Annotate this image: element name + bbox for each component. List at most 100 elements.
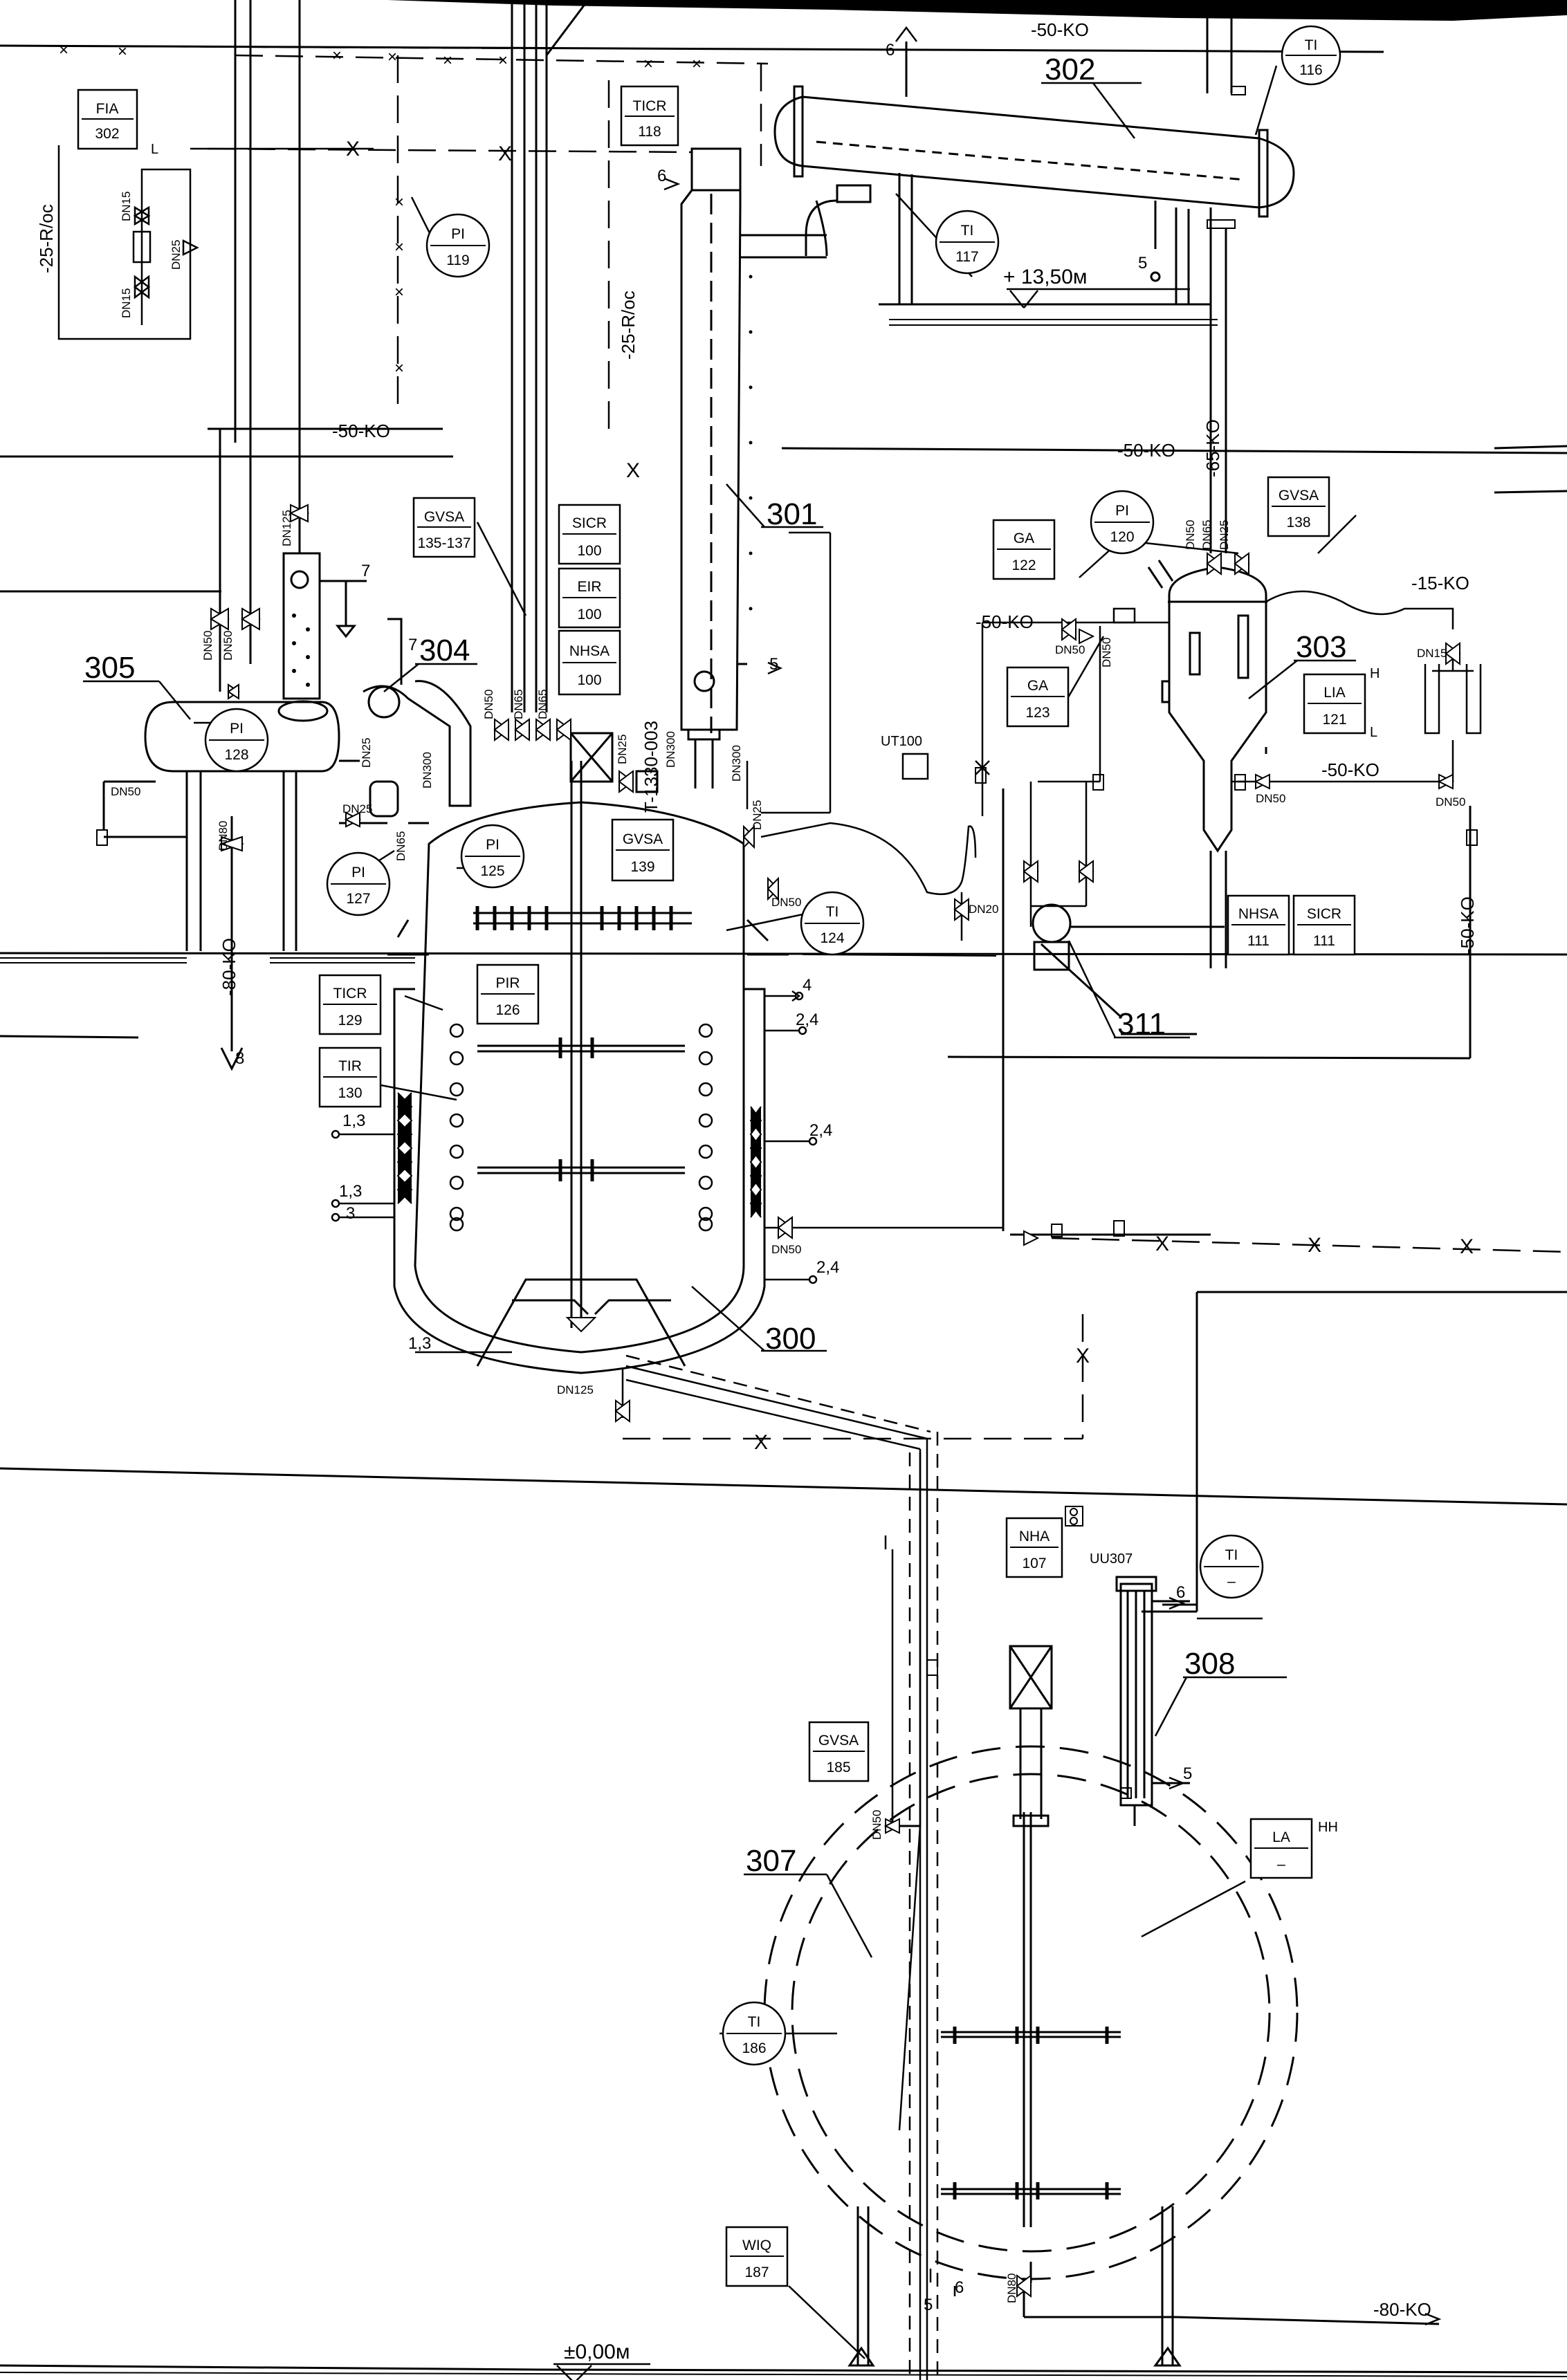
nha-107-num: 107 [1022, 1556, 1046, 1571]
dn65-304: DN65 [394, 831, 407, 861]
conn-6-307: 6 [955, 2278, 964, 2297]
svg-text:×: × [332, 46, 342, 65]
dn65-tops: DN65 [512, 690, 525, 719]
dn-labels: DN15 DN25 DN15 DN125 DN50 DN50 DN50 DN80… [111, 192, 1465, 2303]
dn50-tops: DN50 [482, 690, 495, 719]
svg-text:X: X [1155, 1233, 1169, 1255]
line-labels: -50-KO -50-KO -50-KO -65-KO -15-KO -50-K… [36, 19, 1478, 2320]
scan-edge-artifact [387, 0, 1567, 21]
dn25-304b: DN25 [342, 802, 372, 815]
elevation-labels: + 13,50м ±0,00м [564, 266, 1088, 2363]
gvsa-185-func: GVSA [818, 1733, 859, 1749]
ga-122-num: 122 [1011, 557, 1036, 573]
line-ko50-mid: -50-KO [1117, 440, 1175, 461]
eir-100-num: 100 [577, 607, 601, 622]
separator-303 [1147, 560, 1267, 968]
equipment-leaders [83, 65, 1357, 2359]
lia-121-func: LIA [1323, 685, 1346, 701]
svg-text:×: × [394, 359, 404, 378]
dn25-right: DN25 [751, 800, 764, 830]
pi-120-num: 120 [1110, 529, 1134, 545]
dn25-303: DN25 [1218, 520, 1231, 550]
lia-121-l-mark: L [1370, 725, 1377, 740]
svg-text:×: × [59, 41, 68, 59]
receiver-305 [102, 700, 429, 1071]
dn125-a: DN125 [280, 510, 293, 546]
reactor-300-connections [331, 531, 1005, 2380]
pi-128-func: PI [230, 721, 244, 737]
line-r25-mid: -25-R/oc [618, 290, 639, 360]
line-ko15: -15-KO [1411, 573, 1469, 593]
top-vertical-lines [208, 0, 1233, 712]
gvsa-138-num: 138 [1286, 515, 1310, 531]
eq-303-label: 303 [1296, 630, 1346, 664]
sicr-100-num: 100 [577, 543, 601, 559]
conn-13-a: 1,3 [342, 1111, 365, 1130]
dn50-307: DN50 [870, 1810, 883, 1840]
dn25-304: DN25 [360, 738, 373, 768]
sicr-100-func: SICR [572, 515, 607, 531]
ut100-box [901, 753, 929, 780]
dn50-ga: DN50 [1055, 643, 1085, 656]
dn65-303: DN65 [1200, 520, 1213, 550]
scrubber-304 [282, 484, 472, 818]
pi-128-num: 128 [224, 747, 248, 763]
dn80-305: DN80 [217, 821, 230, 851]
conn-3: 3 [346, 1204, 355, 1223]
conn-8: 8 [235, 1049, 244, 1068]
elevation-000: ±0,00м [564, 2341, 630, 2363]
conn-7-304: 7 [408, 636, 417, 654]
vessel-307-lines [884, 1535, 894, 1729]
sicr-111-num: 111 [1313, 933, 1335, 949]
fia-302-func: FIA [96, 101, 119, 117]
instrument-dividers [82, 55, 1362, 2257]
conn-6-top: 6 [886, 41, 895, 59]
wiq-187-func: WIQ [742, 2238, 771, 2253]
dn300-304: DN300 [421, 752, 434, 788]
ti-186-func: TI [748, 2014, 761, 2030]
reactor-300 [387, 732, 789, 1374]
fia-302-num: 302 [95, 126, 119, 142]
ti-dash-num: – [1227, 1574, 1236, 1589]
dn300-top: DN300 [664, 731, 677, 768]
dn50-305c: DN50 [111, 785, 140, 798]
dn50-303a: DN50 [1184, 520, 1197, 550]
uu307-label: UU307 [1090, 1551, 1133, 1567]
elevation-markers [553, 288, 1190, 2380]
ga-122-func: GA [1014, 531, 1034, 546]
dn50-ti124: DN50 [771, 896, 801, 909]
svg-text:×: × [692, 55, 702, 73]
conn-6-308: 6 [1176, 1583, 1185, 1602]
ti-117-num: 117 [955, 249, 978, 265]
scrubber-304-pack [292, 614, 310, 687]
elevation-1350: + 13,50м [1003, 266, 1088, 288]
dn25-topm: DN25 [616, 735, 629, 764]
eq-301-label: 301 [767, 497, 817, 531]
valves [210, 504, 1461, 2298]
dn50-ga2: DN50 [1100, 638, 1113, 667]
gvsa-135-func: GVSA [424, 509, 464, 525]
conn-24-c: 2,4 [816, 1258, 839, 1277]
dn15-b: DN15 [120, 288, 133, 318]
dn50-300side: DN50 [771, 1243, 801, 1256]
conn-7-305: 7 [361, 562, 370, 580]
conn-6-301: 6 [657, 167, 666, 185]
eq-300-label: 300 [765, 1322, 816, 1356]
dn50-305a: DN50 [201, 631, 214, 661]
line-r25-left: -25-R/oc [36, 204, 57, 273]
svg-text:X: X [626, 459, 640, 482]
svg-text:X: X [1308, 1234, 1321, 1257]
ticr-118-func: TICR [633, 98, 667, 114]
gvsa-139-func: GVSA [623, 831, 663, 847]
nhsa-111-func: NHSA [1238, 906, 1279, 922]
reactor-300-coils [449, 1023, 713, 1232]
line-ko80-305: -80-KO [219, 938, 239, 996]
flanges [96, 86, 1478, 1799]
eq-304-label: 304 [419, 634, 470, 667]
pi-125-func: PI [486, 837, 500, 853]
ti-116-num: 116 [1299, 62, 1322, 78]
tir-130-func: TIR [338, 1058, 362, 1074]
dn300-top2: DN300 [730, 745, 743, 782]
line-ko50-303: -50-KO [1321, 759, 1380, 780]
eq-302-label: 302 [1045, 53, 1095, 86]
